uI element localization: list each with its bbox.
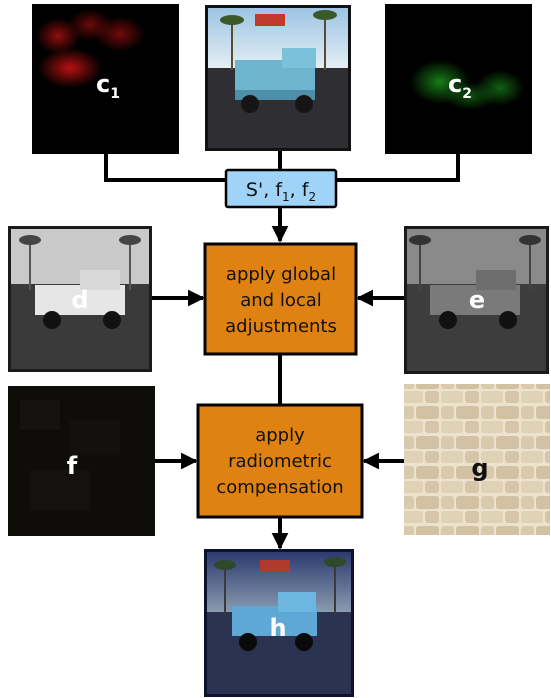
label-h: h [269, 614, 286, 642]
image-e: e [404, 226, 549, 374]
image-h: h [204, 549, 354, 697]
global-local-line-1: apply global [226, 264, 336, 285]
global-local-line-3: adjustments [225, 316, 337, 337]
label-c1: c1 [96, 70, 120, 102]
image-input-photo [205, 5, 351, 151]
image-f: f [8, 386, 155, 536]
connectors [104, 150, 460, 550]
image-c2: c2 [385, 4, 532, 154]
process-box-radiometric: apply radiometric compensation [196, 403, 364, 519]
label-c2: c2 [448, 70, 472, 102]
label-f: f [67, 452, 78, 480]
image-g: g [404, 384, 550, 535]
params-text: S', f1, f2 [246, 179, 316, 204]
process-box-global-local: apply global and local adjustments [203, 242, 358, 356]
connector-c1 [104, 154, 226, 182]
image-c1: c1 [32, 4, 179, 154]
connector-c2 [335, 154, 460, 182]
radiometric-line-1: apply [255, 425, 305, 446]
label-e: e [469, 286, 485, 314]
label-g: g [471, 454, 488, 482]
params-box: S', f1, f2 [224, 168, 338, 209]
radiometric-line-2: radiometric [228, 451, 332, 472]
radiometric-line-3: compensation [216, 477, 343, 498]
global-local-line-2: and local [240, 290, 322, 311]
label-d: d [71, 286, 88, 314]
image-d: d [8, 226, 152, 372]
